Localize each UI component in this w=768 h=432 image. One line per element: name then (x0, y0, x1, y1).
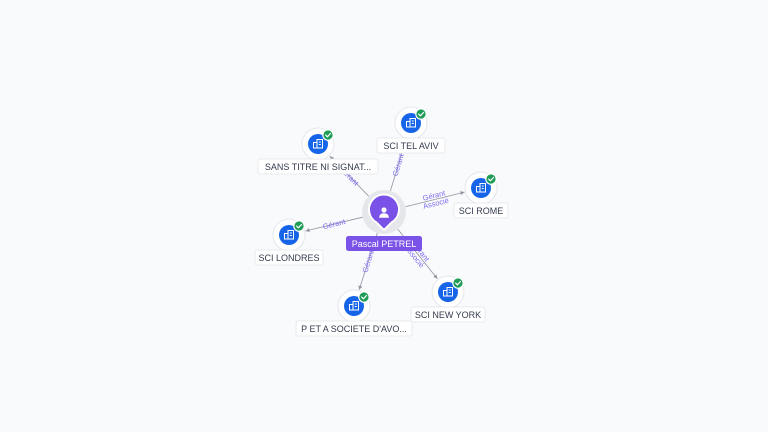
edge-sci-londres: Gérant (305, 216, 363, 233)
building-icon (476, 183, 486, 193)
node-label: P ET A SOCIETE D'AVO... (295, 320, 413, 337)
company-node-sci-tel-aviv[interactable]: SCI TEL AVIV (376, 106, 446, 154)
verified-check-icon (322, 129, 334, 141)
edge-line (405, 191, 465, 208)
verified-check-icon (415, 108, 427, 120)
edge-role-label: Gérant (322, 217, 347, 231)
edge-arrow (305, 228, 310, 233)
company-node-sci-londres[interactable]: SCI LONDRES (254, 218, 324, 266)
verified-check-icon (452, 277, 464, 289)
node-label-text: SANS TITRE NI SIGNAT... (265, 162, 371, 172)
edge-arrow (460, 191, 465, 195)
verified-check-icon (485, 173, 497, 185)
edge-arrow (433, 274, 438, 279)
building-icon (349, 301, 359, 311)
node-label: SCI NEW YORK (410, 306, 486, 323)
node-label: SANS TITRE NI SIGNAT... (257, 158, 379, 175)
node-label-text: SCI LONDRES (258, 253, 319, 263)
node-label: SCI TEL AVIV (376, 137, 446, 154)
edge-role-label: Gérant (360, 248, 376, 273)
node-label: SCI LONDRES (254, 249, 324, 266)
node-label-text: SCI ROME (459, 206, 504, 216)
edge-line (305, 216, 363, 232)
node-label-text: SCI TEL AVIV (383, 141, 438, 151)
company-node-sans-titre[interactable]: SANS TITRE NI SIGNAT... (257, 127, 379, 175)
building-icon (313, 139, 323, 149)
company-node-sci-rome[interactable]: SCI ROME (453, 171, 509, 219)
node-label: SCI ROME (453, 202, 509, 219)
building-icon (406, 118, 416, 128)
edge-role-label: Gérant (391, 152, 407, 177)
edge-arrow (358, 285, 363, 290)
center-label: Pascal PETREL (352, 239, 417, 249)
node-label-text: P ET A SOCIETE D'AVO... (301, 324, 407, 334)
verified-check-icon (358, 291, 370, 303)
building-icon (284, 230, 294, 240)
node-label-text: SCI NEW YORK (415, 310, 481, 320)
center-person-node[interactable]: Pascal PETREL (346, 190, 422, 251)
company-node-sci-new-york[interactable]: SCI NEW YORK (410, 275, 486, 323)
nodes-layer: SCI TEL AVIV SCI ROME SCI NEW YORK P ET A S… (254, 106, 509, 337)
building-icon (443, 287, 453, 297)
company-node-p-et-a-societe[interactable]: P ET A SOCIETE D'AVO... (295, 289, 413, 337)
verified-check-icon (293, 220, 305, 232)
person-icon (379, 207, 389, 218)
center-label-box (346, 236, 422, 251)
